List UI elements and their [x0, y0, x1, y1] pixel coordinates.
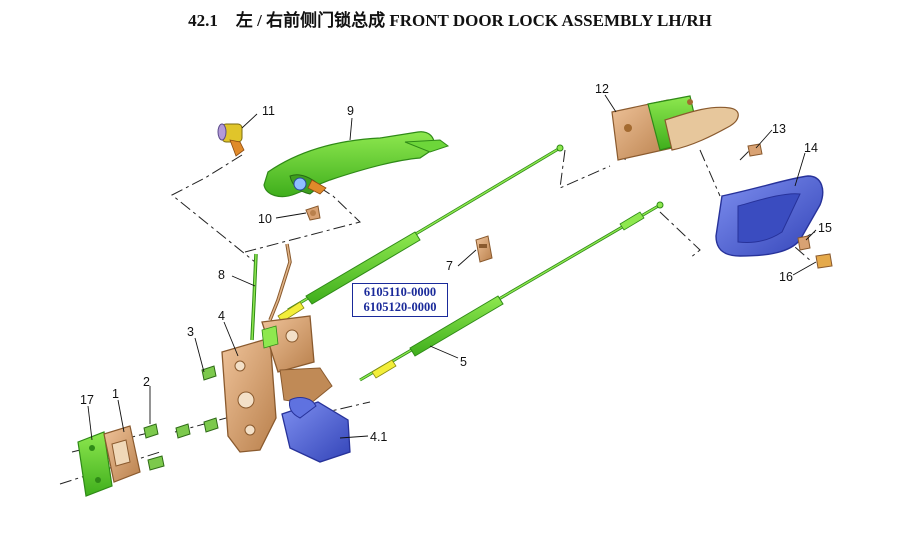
handle-screw: [305, 205, 321, 221]
page-title: 42.1 左 / 右前侧门锁总成 FRONT DOOR LOCK ASSEMBLY…: [0, 6, 900, 31]
callout-5: 5: [460, 355, 467, 369]
inside-handle-cable-upper: [277, 144, 564, 323]
callout-8: 8: [218, 268, 225, 282]
outside-door-handle: [263, 131, 450, 198]
door-lock-body: [221, 315, 333, 453]
callout-11: 11: [262, 104, 275, 118]
callout-1: 1: [112, 387, 119, 401]
lock-cylinder: [217, 123, 245, 157]
callout-4: 4: [218, 309, 225, 323]
callout-4-1: 4.1: [370, 430, 387, 444]
lock-actuator-motor: [281, 397, 351, 463]
inside-handle-assembly: [611, 95, 763, 161]
callout-14: 14: [804, 141, 818, 155]
callout-10: 10: [258, 212, 272, 226]
cable-clip: [475, 235, 493, 263]
callout-3: 3: [187, 325, 194, 339]
callout-17: 17: [80, 393, 94, 407]
striker-shim: [77, 431, 113, 497]
inside-handle-bezel: [715, 175, 824, 257]
part-number-box: 6105110-0000 6105120-0000: [352, 283, 448, 317]
callout-numbers: 11 9 10 8 7 4 3 2 1 17 5 4.1 12 13 14 15…: [80, 82, 832, 444]
inside-handle-cable-lower: [359, 201, 664, 382]
part-number-rh: 6105120-0000: [363, 300, 437, 314]
bezel-screw-and-cap: [797, 235, 833, 269]
callout-16: 16: [779, 270, 793, 284]
callout-12: 12: [595, 82, 609, 96]
striker: [103, 425, 141, 483]
callout-7: 7: [446, 259, 453, 273]
control-rod: [250, 243, 292, 341]
callout-15: 15: [818, 221, 832, 235]
callout-2: 2: [143, 375, 150, 389]
leader-lines: [87, 94, 817, 441]
callout-13: 13: [772, 122, 786, 136]
title-text: 左 / 右前侧门锁总成 FRONT DOOR LOCK ASSEMBLY LH/…: [235, 11, 712, 30]
screws: [143, 365, 219, 471]
section-number: 42.1: [188, 11, 218, 30]
callout-9: 9: [347, 104, 354, 118]
part-number-lh: 6105110-0000: [363, 285, 437, 299]
